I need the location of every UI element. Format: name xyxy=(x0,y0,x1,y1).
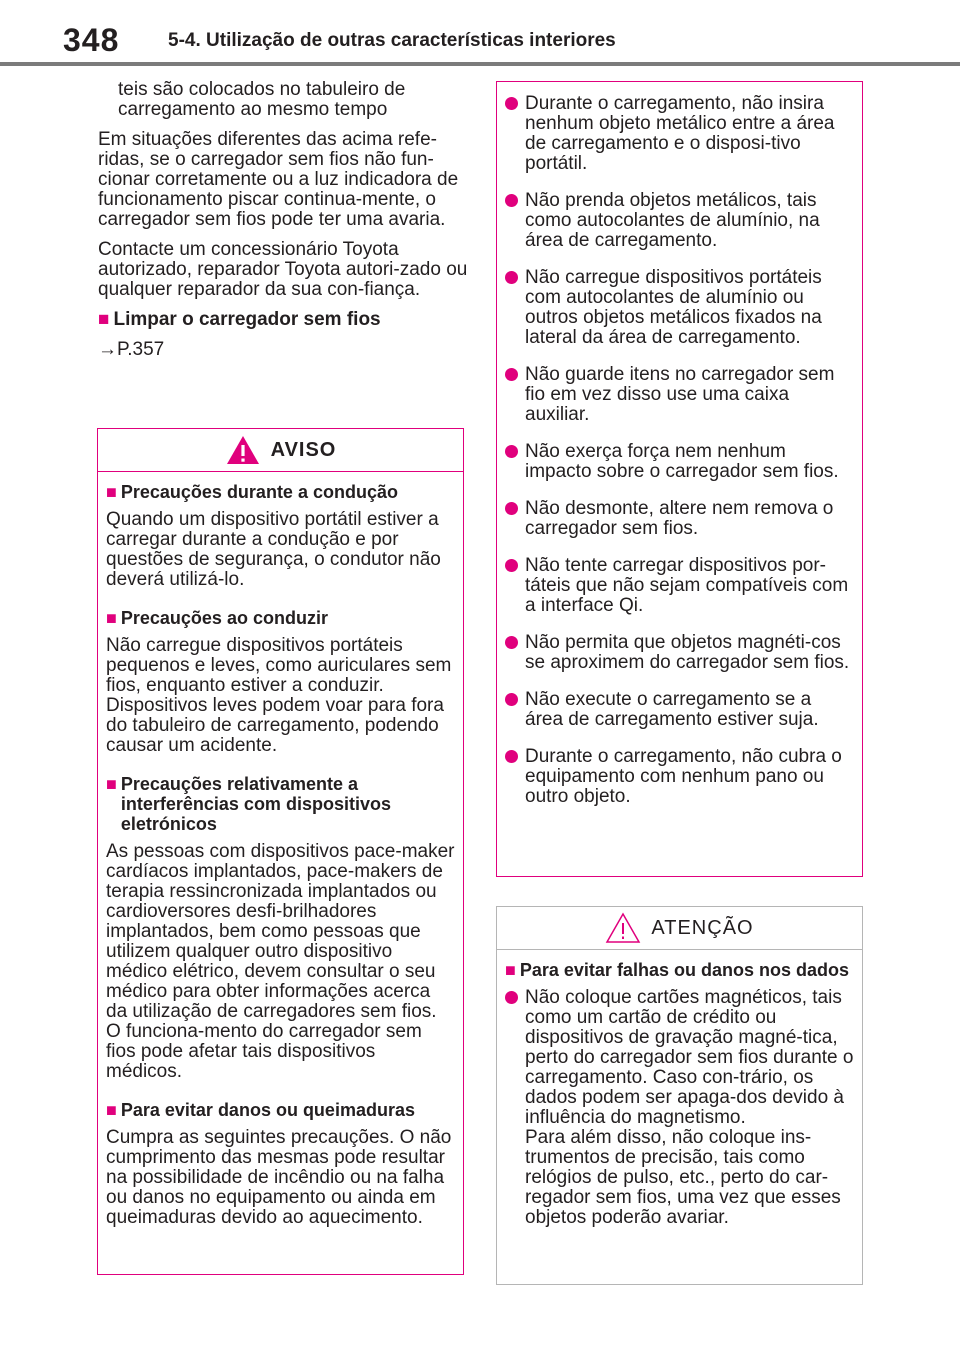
aviso-title-bar: AVISO xyxy=(98,429,463,472)
square-bullet-icon: ■ xyxy=(106,482,117,502)
aviso-heading-burns: Para evitar danos ou queimaduras xyxy=(120,1100,415,1120)
circle-bullet-icon xyxy=(505,445,518,458)
circle-bullet-icon xyxy=(505,368,518,381)
aviso-heading-driving: Precauções durante a condução xyxy=(120,482,398,502)
clean-heading: ■ Limpar o carregador sem fios xyxy=(98,310,470,330)
atencao-section-heading: ■ Para evitar falhas ou danos nos dados xyxy=(505,960,854,980)
circle-bullet-icon xyxy=(505,194,518,207)
list-item: Durante o carregamento, não cubra o equi… xyxy=(505,747,854,807)
aviso-section-heading: ■ Precauções durante a condução xyxy=(106,482,455,502)
aviso-text-driving: Quando um dispositivo portátil estiver a… xyxy=(106,509,441,590)
aviso-box: AVISO ■ Precauções durante a condução Qu… xyxy=(97,428,464,1275)
list-item: Não exerça força nem nenhum impacto sobr… xyxy=(505,442,854,482)
circle-bullet-icon xyxy=(505,636,518,649)
clean-heading-text: Limpar o carregador sem fios xyxy=(113,309,381,330)
section-title: 5-4. Utilização de outras característica… xyxy=(168,30,616,51)
list-item: Durante o carregamento, não insira nenhu… xyxy=(505,94,854,174)
square-bullet-icon: ■ xyxy=(106,608,117,628)
aviso-heading-interference: Precauções relativamente a interferência… xyxy=(120,774,391,834)
square-bullet-icon: ■ xyxy=(106,774,117,794)
aviso-heading-conduzir: Precauções ao conduzir xyxy=(120,608,328,628)
circle-bullet-icon xyxy=(505,991,518,1004)
aviso-text-burns: Cumpra as seguintes precauções. O não cu… xyxy=(106,1127,452,1228)
list-item: Não prenda objetos metálicos, tais como … xyxy=(505,191,854,251)
list-item: Não permita que objetos magnéti-cos se a… xyxy=(505,633,854,673)
aviso-bullet-list: Durante o carregamento, não insira nenhu… xyxy=(497,82,862,807)
list-item: Não tente carregar dispositivos por-táte… xyxy=(505,556,854,616)
left-column: teis são colocados no tabuleiro de carre… xyxy=(98,80,470,370)
warning-triangle-icon xyxy=(226,436,259,464)
atencao-box: ATENÇÃO ■ Para evitar falhas ou danos no… xyxy=(496,906,863,1285)
circle-bullet-icon xyxy=(505,271,518,284)
atencao-bullet-text: Não coloque cartões magnéticos, tais com… xyxy=(525,987,854,1128)
circle-bullet-icon xyxy=(505,97,518,110)
aviso-text-interference: As pessoas com dispositivos pace-maker c… xyxy=(106,841,455,1082)
aviso-body: ■ Precauções durante a condução Quando u… xyxy=(98,472,463,1228)
list-item: Não carregue dispositivos portáteis com … xyxy=(505,268,854,348)
circle-bullet-icon xyxy=(505,502,518,515)
page-header: 348 5-4. Utilização de outras caracterís… xyxy=(0,0,960,70)
list-item: Não guarde itens no carregador sem fio e… xyxy=(505,365,854,425)
circle-bullet-icon xyxy=(505,693,518,706)
aviso-section-heading: ■ Precauções relativamente a interferênc… xyxy=(106,774,455,834)
intro-continuation: teis são colocados no tabuleiro de carre… xyxy=(118,79,406,120)
page-number: 348 xyxy=(63,22,120,58)
paragraph-contact: Contacte um concessionário Toyota autori… xyxy=(98,239,468,300)
header-rule xyxy=(0,62,960,66)
square-bullet-icon: ■ xyxy=(106,1100,117,1120)
aviso-section-heading: ■ Precauções ao conduzir xyxy=(106,608,455,628)
atencao-bullet-continuation: Para além disso, não coloque ins-trument… xyxy=(525,1127,841,1228)
aviso-section-heading: ■ Para evitar danos ou queimaduras xyxy=(106,1100,455,1120)
list-item: Não coloque cartões magnéticos, tais com… xyxy=(505,988,854,1228)
circle-bullet-icon xyxy=(505,750,518,763)
square-bullet-icon: ■ xyxy=(505,960,516,980)
circle-bullet-icon xyxy=(505,559,518,572)
atencao-title-bar: ATENÇÃO xyxy=(497,907,862,950)
atencao-body: ■ Para evitar falhas ou danos nos dados … xyxy=(497,950,862,1228)
page-reference-link[interactable]: →P.357 xyxy=(98,339,165,360)
aviso-text-conduzir: Não carregue dispositivos portáteis pequ… xyxy=(106,635,452,756)
paragraph-malfunction: Em situações diferentes das acima refe-r… xyxy=(98,129,459,230)
aviso-continuation-box: Durante o carregamento, não insira nenhu… xyxy=(496,81,863,877)
list-item: Não execute o carregamento se a área de … xyxy=(505,690,854,730)
atencao-title: ATENÇÃO xyxy=(651,917,754,939)
atencao-heading-text: Para evitar falhas ou danos nos dados xyxy=(519,960,849,980)
square-bullet-icon: ■ xyxy=(98,309,110,330)
list-item: Não desmonte, altere nem remova o carreg… xyxy=(505,499,854,539)
caution-triangle-icon xyxy=(606,912,641,943)
aviso-title: AVISO xyxy=(270,439,337,461)
